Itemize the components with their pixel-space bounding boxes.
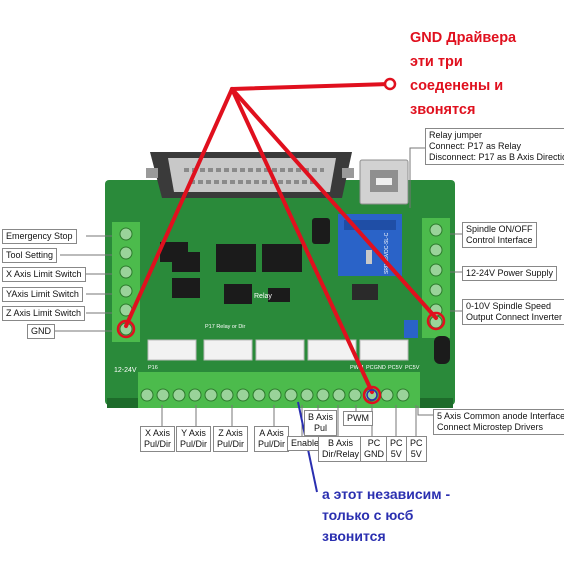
label-a-axis: A Axis Pul/Dir [254, 426, 290, 452]
red-circle-bottom-gnd [362, 385, 382, 405]
blue-note-line-1: а этот независим - [322, 486, 451, 502]
x-axis-line-2: Pul/Dir [144, 439, 172, 449]
pc-5v-b-line-2: 5V [410, 449, 422, 459]
blue-note-line-3: звонится [322, 528, 386, 544]
red-annotation-lines [124, 82, 438, 394]
label-spindle-onoff: Spindle ON/OFF Control Interface [462, 222, 537, 248]
x-axis-line-1: X Axis [145, 428, 171, 438]
red-note-line-3: соеденены и [410, 78, 504, 94]
spindle-speed-line-2: Output Connect Inverter [466, 312, 563, 322]
label-tool-setting: Tool Setting [2, 248, 58, 263]
relay-model-mark: SRD-05VDC-SL-C [384, 232, 390, 274]
red-note-line-2: эти три [410, 54, 463, 70]
red-annotation-note: GND Драйвера эти три соеденены и звонятс… [410, 26, 516, 122]
left-header-mark: P16 [148, 365, 158, 371]
label-b-axis-pul: B Axis Pul [304, 410, 338, 436]
pc-gnd-line-1: PC [367, 438, 381, 448]
terminal-mark-p2: P2 [178, 408, 184, 414]
b-axis-dir-line-2: Dir/Relay [322, 449, 360, 459]
label-b-axis-dir: B Axis Dir/Relay [318, 436, 364, 462]
terminal-mark-p5: P5 [256, 408, 262, 414]
label-z-axis-limit: Z Axis Limit Switch [2, 306, 86, 321]
label-emergency-stop: Emergency Stop [2, 229, 77, 244]
usb-connector [359, 159, 409, 205]
pc-5v-b-line-1: PC [410, 438, 423, 448]
pc-5v-mark-a: PC5V [388, 365, 403, 371]
board-voltage-mark: 12-24V [114, 367, 137, 374]
label-x-axis: X Axis Pul/Dir [140, 426, 176, 452]
red-note-line-4: звонятся [410, 102, 476, 118]
blue-circle-pc-gnd [366, 389, 378, 401]
red-note-anchor [383, 77, 397, 91]
board-components [160, 214, 450, 364]
label-pwm: PWM [343, 411, 373, 426]
spindle-onoff-line-1: Spindle ON/OFF [466, 224, 533, 234]
pc-gnd-line-2: GND [364, 449, 384, 459]
pwm-mark: PWM [350, 365, 364, 371]
red-circle-right-gnd [426, 311, 446, 331]
relay-jumper-line-3: Disconnect: P17 as B Axis Direction [429, 152, 564, 162]
relay-mark: Relay [254, 293, 272, 300]
label-gnd: GND [27, 324, 55, 339]
b-axis-dir-line-1: B Axis [328, 438, 354, 448]
label-y-axis-limit: YAxis Limit Switch [2, 287, 83, 302]
terminal-mark-p4: P4 [230, 408, 236, 414]
terminal-mark-p1: P1 [150, 408, 156, 414]
a-axis-line-1: A Axis [259, 428, 284, 438]
label-spindle-speed: 0-10V Spindle Speed Output Connect Inver… [462, 299, 564, 325]
b-axis-pul-line-1: B Axis [308, 412, 334, 422]
relay-jumper-line-2: Connect: P17 as Relay [429, 141, 522, 151]
white-headers [147, 339, 409, 361]
spindle-speed-line-1: 0-10V Spindle Speed [466, 301, 552, 311]
y-axis-line-2: Pul/Dir [180, 439, 208, 449]
label-pc-5v-b: PC 5V [406, 436, 427, 462]
pc-gnd-mark: PCGND [366, 365, 386, 371]
terminal-mark-p6: P6 [282, 408, 288, 414]
z-axis-line-2: Pul/Dir [217, 439, 245, 449]
spindle-onoff-line-2: Control Interface [466, 235, 533, 245]
label-common-anode: 5 Axis Common anode Interface Connect Mi… [433, 409, 564, 435]
right-terminal-block [422, 218, 450, 338]
label-power-supply: 12-24V Power Supply [462, 266, 558, 281]
red-note-line-1: GND Драйвера [410, 30, 517, 46]
label-pc-5v-a: PC 5V [386, 436, 407, 462]
pc-5v-a-line-2: 5V [390, 449, 402, 459]
label-x-axis-limit: X Axis Limit Switch [2, 267, 86, 282]
terminal-mark-p3: P3 [204, 408, 210, 414]
a-axis-line-2: Pul/Dir [258, 439, 286, 449]
blue-annotation-note: а этот независим - только с юсб звонится [322, 484, 450, 547]
label-y-axis: Y Axis Pul/Dir [176, 426, 212, 452]
y-axis-line-1: Y Axis [181, 428, 206, 438]
common-anode-line-2: Connect Microstep Drivers [437, 422, 544, 432]
blue-note-line-2: только с юсб [322, 507, 414, 523]
common-anode-line-1: 5 Axis Common anode Interface [437, 411, 564, 421]
red-circle-left-gnd [116, 319, 136, 339]
pc-5v-a-line-1: PC [390, 438, 403, 448]
label-z-axis: Z Axis Pul/Dir [213, 426, 249, 452]
relay-jumper-line-1: Relay jumper [429, 130, 483, 140]
jumper-mark: P17 Relay or Dir [205, 324, 246, 330]
pc-5v-mark-b: PC5V [405, 365, 420, 371]
label-pc-gnd: PC GND [360, 436, 388, 462]
label-relay-jumper: Relay jumper Connect: P17 as Relay Disco… [425, 128, 564, 165]
b-axis-pul-line-2: Pul [314, 423, 328, 433]
z-axis-line-1: Z Axis [218, 428, 243, 438]
